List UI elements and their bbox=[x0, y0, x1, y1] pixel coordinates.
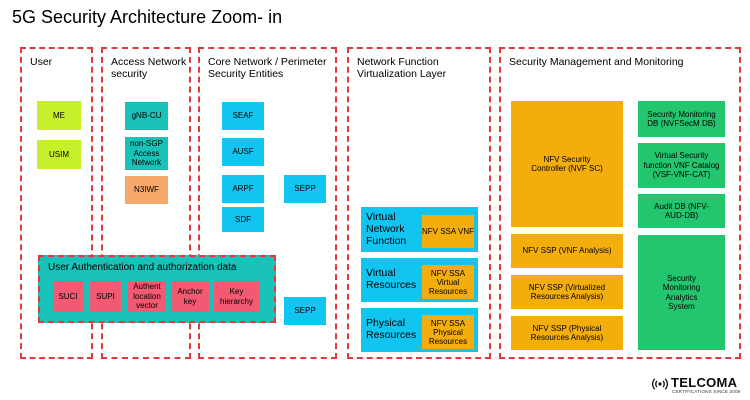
non-3gpp-access-box: non-SGP Access Network bbox=[125, 137, 168, 170]
audit-db-box: Audit DB (NFV-AUD-DB) bbox=[638, 194, 725, 228]
page-title: 5G Security Architecture Zoom- in bbox=[12, 7, 283, 27]
nfv-layer-physical-resources-label: Physical Resources bbox=[366, 317, 417, 341]
arpf-box: ARPF bbox=[222, 175, 264, 203]
core-column: Core Network / Perimeter Security Entiti… bbox=[198, 47, 337, 359]
nfv-ssp-physical-box: NFV SSP (Physical Resources Analysis) bbox=[511, 316, 623, 350]
nfv-column: Network Function Virtualization Layer bbox=[347, 47, 491, 359]
nfv-layer-physical-resources: Physical Resources NFV SSA Physical Reso… bbox=[361, 308, 478, 352]
authent-location-vector-box: Authent location vector bbox=[128, 281, 166, 312]
nfv-ssp-vnf-box: NFV SSP (VNF Analysis) bbox=[511, 234, 623, 268]
anchor-key-box: Anchor key bbox=[171, 281, 209, 312]
mgmt-column: Security Management and Monitoring bbox=[499, 47, 741, 359]
sepp-box-top: SEPP bbox=[284, 175, 326, 203]
nfv-layer-virtual-resources-label: Virtual Resources bbox=[366, 267, 417, 291]
seaf-box: SEAF bbox=[222, 102, 264, 130]
user-auth-panel-title: User Authentication and authorization da… bbox=[48, 262, 237, 273]
nfv-ssa-virtual-resources-box: NFV SSA Virtual Resources bbox=[422, 265, 474, 299]
nfv-ssp-virtualized-box: NFV SSP (Virtualized Resources Analysis) bbox=[511, 275, 623, 309]
access-column: Access Network security bbox=[101, 47, 191, 359]
nfv-ssa-physical-resources-box: NFV SSA Physical Resources bbox=[422, 315, 474, 349]
ausf-box: AUSF bbox=[222, 138, 264, 166]
security-monitoring-db-box: Security Monitoring DB (NVFSecM DB) bbox=[638, 101, 725, 137]
nfv-layer-vnf-label: Virtual Network Function bbox=[366, 211, 407, 247]
sepp-box-bottom: SEPP bbox=[284, 297, 326, 325]
core-column-heading: Core Network / Perimeter Security Entiti… bbox=[208, 56, 327, 80]
n3iwf-box: N3IWF bbox=[125, 176, 168, 204]
me-box: ME bbox=[37, 101, 81, 130]
key-hierarchy-box: Key hierarchy bbox=[214, 281, 259, 312]
logo-name: TELCOMA bbox=[671, 375, 738, 390]
nfv-layer-virtual-resources: Virtual Resources NFV SSA Virtual Resour… bbox=[361, 258, 478, 302]
suci-box: SUCI bbox=[53, 281, 83, 312]
usim-box: USIM bbox=[37, 140, 81, 169]
sdf-box: SDF bbox=[222, 207, 264, 232]
mgmt-column-heading: Security Management and Monitoring bbox=[509, 56, 684, 68]
security-analytics-system-box: Security Monitoring Analytics System bbox=[638, 235, 725, 350]
logo-tagline: CERTIFICATIONS SINCE 2009 bbox=[672, 389, 741, 394]
nfv-ssa-vnf-box: NFV SSA VNF bbox=[422, 215, 474, 248]
nfv-layer-vnf: Virtual Network Function NFV SSA VNF bbox=[361, 207, 478, 252]
access-column-heading: Access Network security bbox=[111, 56, 187, 80]
vsf-vnf-catalog-box: Virtual Security function VNF Catalog (V… bbox=[638, 143, 725, 188]
nfv-security-controller-box: NFV Security Controller (NVF SC) bbox=[511, 101, 623, 227]
user-column-heading: User bbox=[30, 56, 53, 68]
supi-box: SUPI bbox=[90, 281, 121, 312]
nfv-column-heading: Network Function Virtualization Layer bbox=[357, 56, 447, 80]
user-column: User bbox=[20, 47, 93, 359]
gnb-cu-box: gNB-CU bbox=[125, 102, 168, 130]
telcoma-logo: TELCOMA CERTIFICATIONS SINCE 2009 bbox=[651, 374, 743, 396]
signal-waves-icon bbox=[651, 378, 669, 390]
